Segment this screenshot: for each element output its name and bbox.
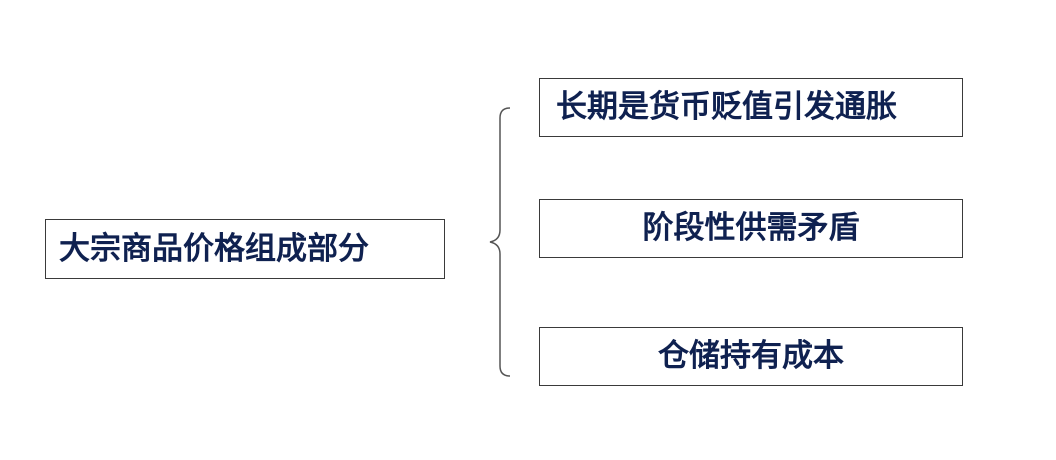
branch-node-storage-cost: 仓储持有成本 (539, 327, 963, 386)
branch-node-currency-inflation: 长期是货币贬值引发通胀 (539, 78, 963, 137)
branch-node-label: 仓储持有成本 (658, 338, 844, 374)
curly-brace-connector (489, 107, 511, 377)
root-node: 大宗商品价格组成部分 (45, 219, 445, 279)
branch-node-label: 阶段性供需矛盾 (642, 210, 860, 246)
brace-path (489, 107, 511, 377)
root-node-label: 大宗商品价格组成部分 (59, 230, 369, 267)
branch-node-label: 长期是货币贬值引发通胀 (556, 89, 897, 125)
branch-node-supply-demand: 阶段性供需矛盾 (539, 199, 963, 258)
